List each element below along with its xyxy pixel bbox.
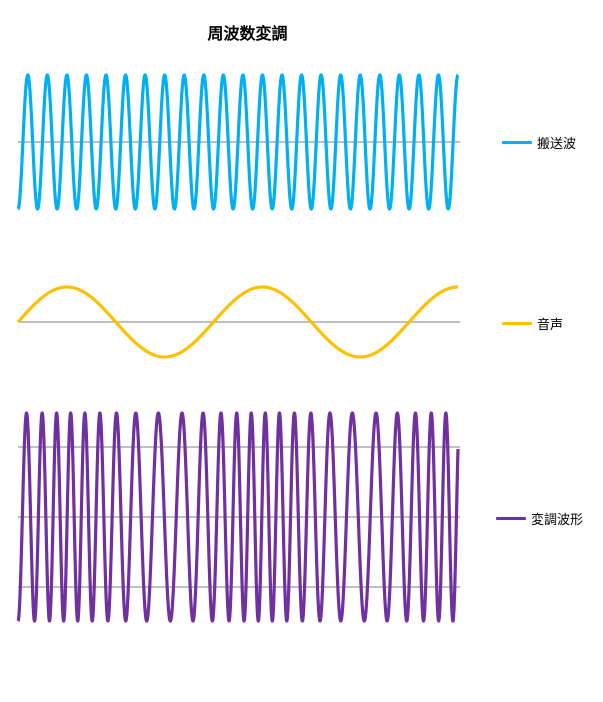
legend-swatch-carrier [502,141,532,144]
legend-item-modulated: 変調波形 [496,509,583,528]
legend-swatch-modulated [496,517,526,520]
legend-item-audio: 音声 [502,314,563,333]
chart-title: 周波数変調 [207,24,288,43]
legend-label-modulated: 変調波形 [531,513,584,528]
legend-swatch-audio [502,322,532,325]
modulated-wave-line [16,411,460,623]
legend-label-carrier: 搬送波 [537,137,577,152]
legend-item-carrier: 搬送波 [502,133,576,152]
legend-label-audio: 音声 [537,318,564,333]
audio-wave-line [16,285,460,359]
carrier-wave-line [16,73,460,211]
